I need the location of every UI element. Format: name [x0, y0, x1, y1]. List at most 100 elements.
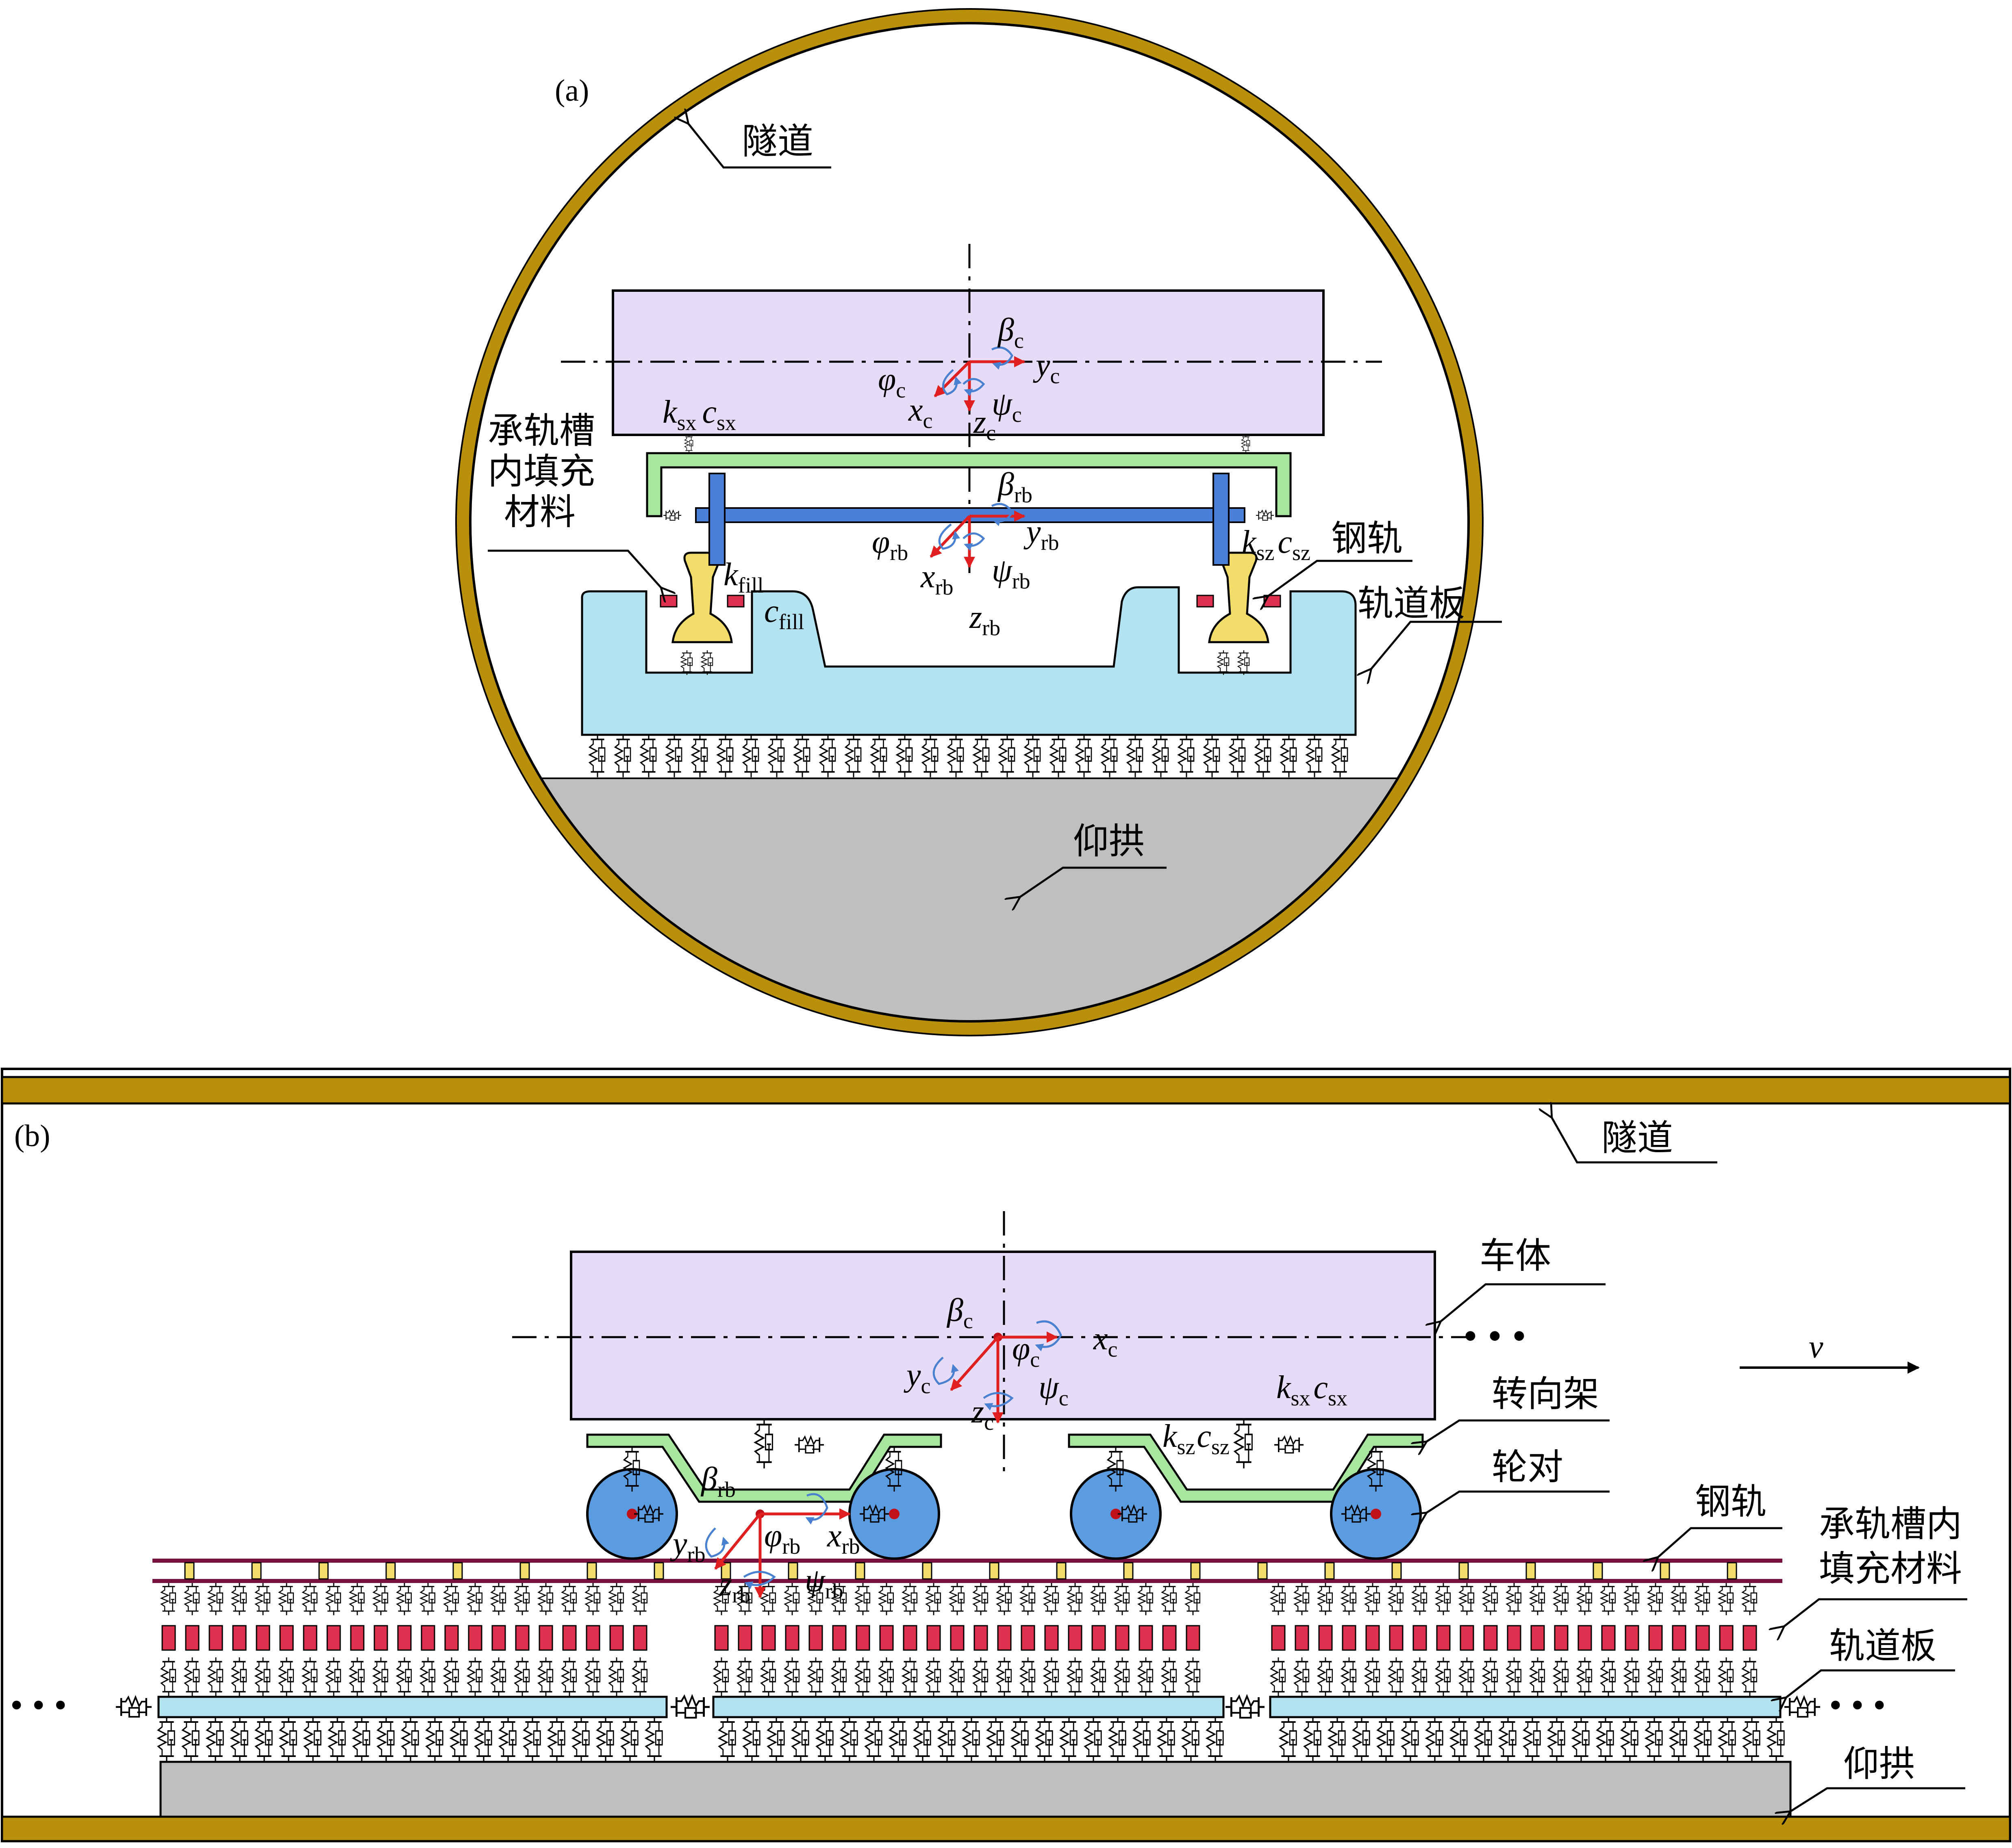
svg-text:ψrb: ψrb: [805, 1563, 843, 1603]
svg-text:ψc: ψc: [992, 386, 1022, 427]
fill-block-b: [714, 1625, 729, 1651]
track-slab-a: [581, 586, 1357, 736]
svg-text:xc: xc: [908, 392, 932, 433]
panel-b-tag: (b): [14, 1119, 50, 1153]
fill-block-b: [1695, 1625, 1710, 1651]
rail-pad-b: [1190, 1562, 1201, 1580]
fill-block-b: [926, 1625, 941, 1651]
fill-block-b: [185, 1625, 200, 1651]
fill-block-b: [374, 1625, 388, 1651]
fill-block-b: [1068, 1625, 1082, 1651]
rail-pad-b: [519, 1562, 530, 1580]
svg-text:zc: zc: [973, 404, 996, 445]
fill-block-b: [539, 1625, 553, 1651]
label-tunnel-a: 隧道: [742, 120, 813, 162]
wheelset-coords-b: [705, 1493, 851, 1598]
sym-z-c-a: z: [973, 404, 986, 440]
rail-pad-b: [251, 1562, 262, 1580]
sym-y-c-b: y: [904, 1357, 921, 1393]
svg-text:xrb: xrb: [827, 1518, 860, 1559]
fill-block-b: [1601, 1625, 1616, 1651]
sym-psi-rb-b: ψ: [805, 1563, 826, 1598]
car-coords-a: [934, 346, 1026, 412]
fill-block-b: [491, 1625, 506, 1651]
label-rail-b: 钢轨: [1695, 1481, 1766, 1522]
sym-z-c-b: z: [971, 1394, 984, 1430]
fill-block-b: [1139, 1625, 1153, 1651]
ellipsis-left-b: • • •: [10, 1685, 67, 1725]
fill-block-b: [973, 1625, 988, 1651]
svg-text:φrb: φrb: [764, 1518, 800, 1559]
sym-k-fill-a: k: [724, 557, 739, 593]
label-fill-b-2: 填充材料: [1819, 1548, 1962, 1590]
sym-y-rb-a: y: [1023, 514, 1041, 550]
svg-text:xrb: xrb: [920, 559, 954, 599]
bogie-front-b: [586, 1433, 942, 1503]
svg-text:xc: xc: [1093, 1321, 1117, 1362]
fill-block-b: [856, 1625, 870, 1651]
rail-pad-b: [654, 1562, 664, 1580]
svg-text:φrb: φrb: [872, 524, 908, 565]
fill-block-b: [1091, 1625, 1106, 1651]
rail-pad-b: [1324, 1562, 1335, 1580]
fill-block-b: [1625, 1625, 1639, 1651]
fill-block-b: [1507, 1625, 1521, 1651]
fill-block-b: [1412, 1625, 1427, 1651]
fill-block-b: [303, 1625, 317, 1651]
sym-k-sz-a: k: [1242, 524, 1257, 560]
svg-text:ψrb: ψrb: [992, 553, 1030, 593]
sym-psi-c-b: ψ: [1039, 1370, 1059, 1405]
fill-block-b: [562, 1625, 577, 1651]
fill-block-b: [1672, 1625, 1686, 1651]
wheel-right-a: [1212, 473, 1230, 566]
rail-pad-b: [1123, 1562, 1134, 1580]
fill-block-b: [1271, 1625, 1286, 1651]
label-slab-b: 轨道板: [1829, 1625, 1936, 1667]
sym-y-rb-b: y: [670, 1526, 687, 1562]
fill-block-b: [879, 1625, 894, 1651]
svg-text:kszcsz: kszcsz: [1162, 1418, 1230, 1459]
label-fill-a-3: 材料: [504, 491, 576, 533]
fill-block-b: [997, 1625, 1012, 1651]
sym-c-fill-a: c: [764, 593, 779, 629]
sym-psi-c-a: ψ: [992, 386, 1013, 422]
svg-text:φc: φc: [1012, 1331, 1040, 1372]
fill-block-b: [950, 1625, 965, 1651]
rail-pad-b: [1257, 1562, 1268, 1580]
ellipsis-right-b: • • •: [1829, 1685, 1886, 1725]
fill-block-b: [1021, 1625, 1035, 1651]
sym-k-sz-b: k: [1162, 1418, 1178, 1454]
label-car-body-b: 车体: [1480, 1235, 1551, 1277]
fill-block-b: [256, 1625, 270, 1651]
sym-beta-rb-a: β: [997, 467, 1014, 502]
rail-pad-b: [318, 1562, 329, 1580]
track-slab-b-3: [1269, 1696, 1782, 1718]
fill-block-b: [832, 1625, 847, 1651]
fill-block-b: [1743, 1625, 1757, 1651]
svg-text:βrb: βrb: [700, 1461, 736, 1502]
fill-block-b: [1295, 1625, 1309, 1651]
fill-block-b: [232, 1625, 247, 1651]
svg-text:zc: zc: [971, 1394, 994, 1435]
rail-pad-b: [452, 1562, 463, 1580]
svg-text:βrb: βrb: [997, 467, 1032, 507]
label-wheelset-b: 轮对: [1492, 1446, 1563, 1488]
rail-pad-b: [184, 1562, 195, 1580]
rail-pad-b: [587, 1562, 597, 1580]
rail-pad-b: [1056, 1562, 1067, 1580]
sym-x-c-a: x: [908, 392, 923, 428]
fill-block-b: [1162, 1625, 1177, 1651]
track-slab-b-1: [157, 1696, 668, 1718]
fill-block-b: [444, 1625, 459, 1651]
fill-block-b: [1186, 1625, 1200, 1651]
svg-text:βc: βc: [997, 312, 1024, 353]
svg-text:yrb: yrb: [670, 1526, 706, 1567]
sym-x-rb-a: x: [920, 559, 935, 595]
track-slab-b-2: [712, 1696, 1225, 1718]
label-bogie-b: 转向架: [1492, 1373, 1599, 1415]
rail-pad-b: [989, 1562, 999, 1580]
label-tunnel-b: 隧道: [1601, 1117, 1673, 1159]
svg-text:yrb: yrb: [1023, 514, 1059, 555]
rail-pad-b: [788, 1562, 798, 1580]
fill-block-b: [1577, 1625, 1592, 1651]
